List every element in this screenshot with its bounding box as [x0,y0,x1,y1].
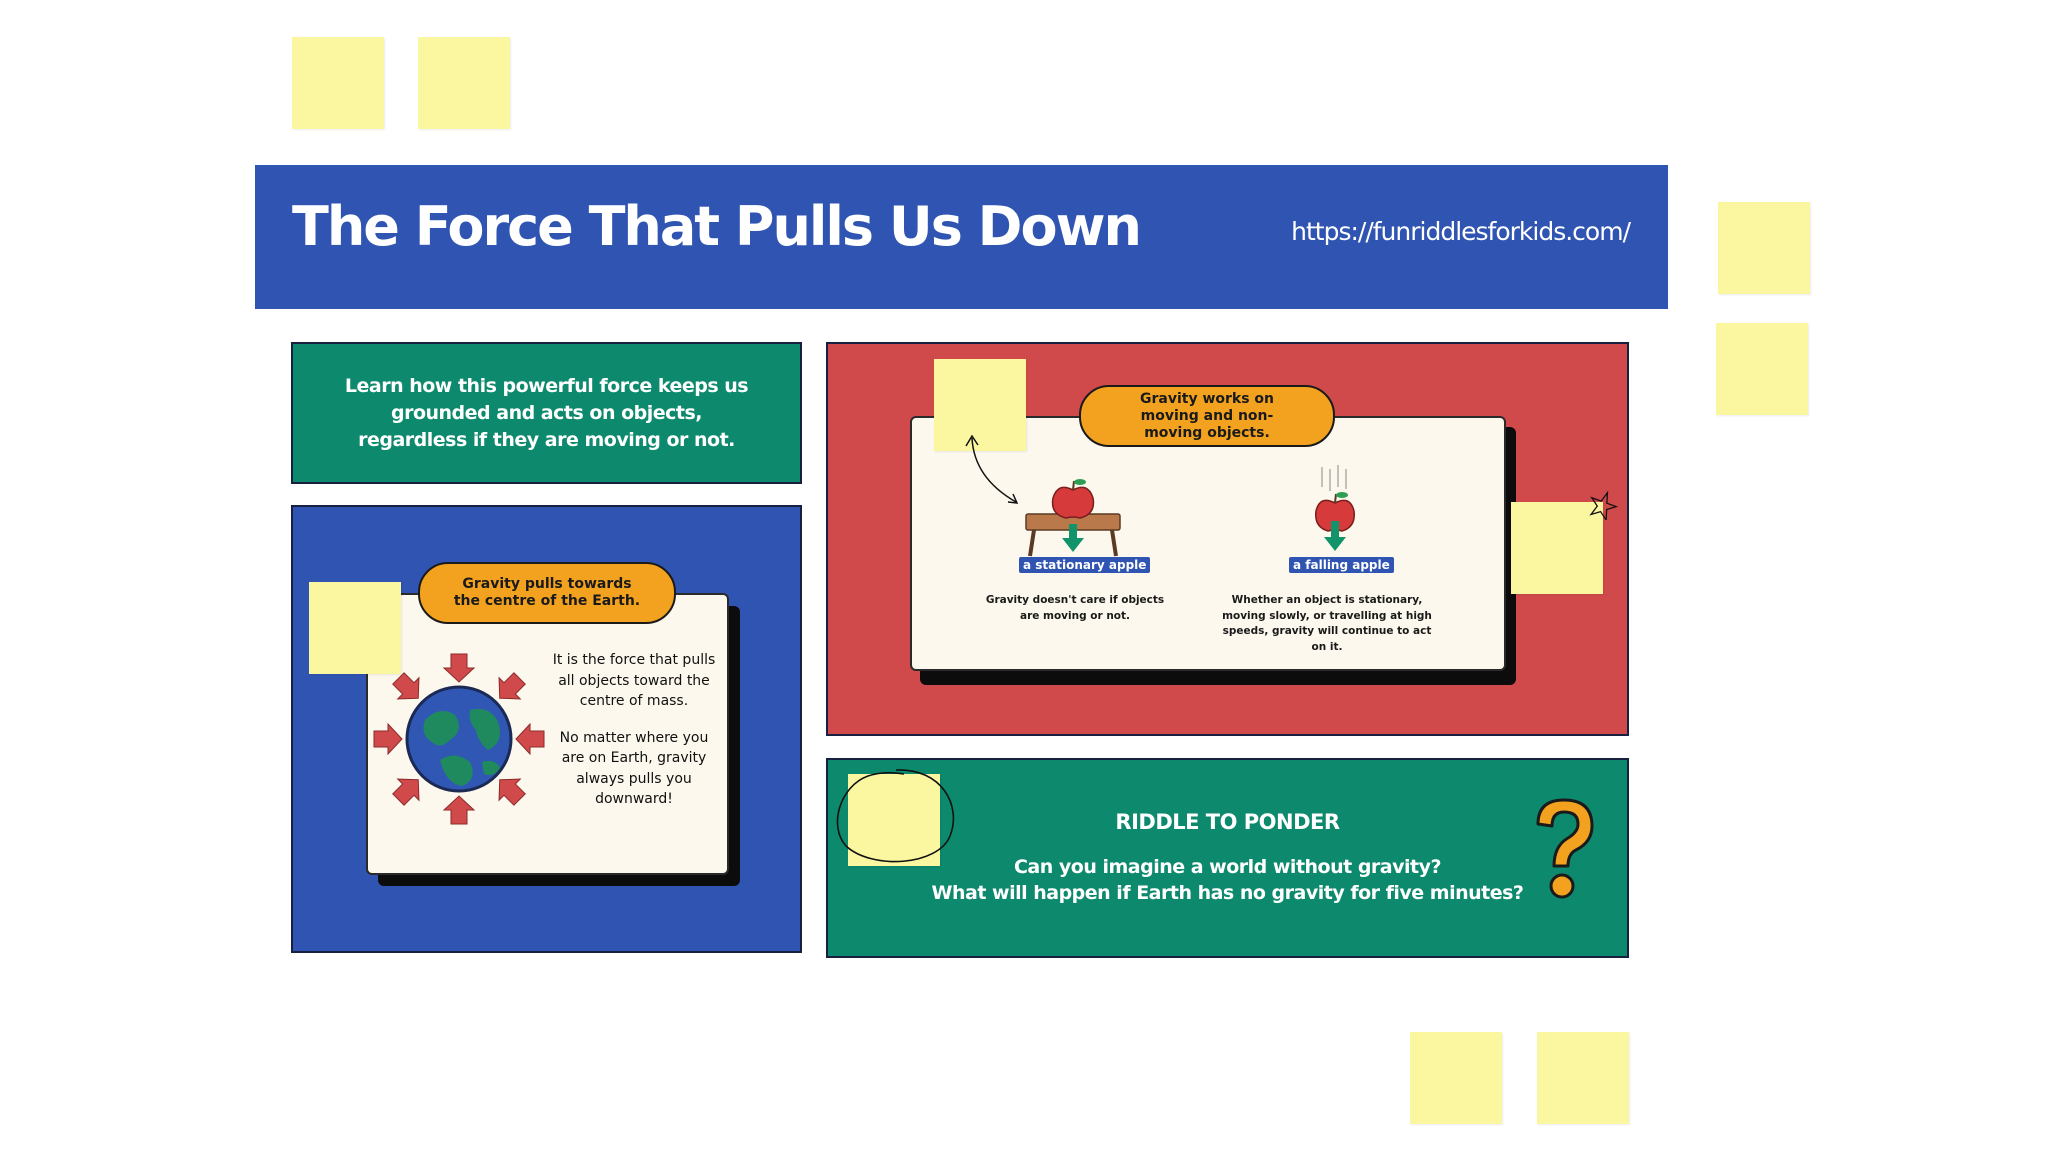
gravity-paragraph-2: No matter where you are on Earth, gravit… [559,729,709,808]
gravity-earth-pill: Gravity pulls towards the centre of the … [418,562,676,624]
gravity-explanation: It is the force that pulls all objects t… [552,650,716,826]
stationary-caption: Gravity doesn't care if objects are movi… [985,594,1165,622]
sticky-note[interactable] [1716,323,1808,415]
earth-gravity-arrows-icon [373,653,545,825]
page-title: The Force That Pulls Us Down [292,195,1142,258]
riddle-title: RIDDLE TO PONDER [1115,810,1340,834]
sticky-note[interactable] [1410,1032,1502,1124]
circle-doodle-icon [836,769,955,863]
sticky-note[interactable] [848,774,940,866]
falling-caption: Whether an object is stationary, moving … [1222,594,1432,653]
riddle-question-1: Can you imagine a world without gravity? [1013,856,1442,878]
falling-apple-tag: a falling apple [1289,557,1394,573]
source-url-link[interactable]: https://funriddlesforkids.com/ [1291,217,1631,246]
sticky-note[interactable] [1718,202,1810,294]
star-doodle-icon [1589,490,1618,520]
header-banner: The Force That Pulls Us Down https://fun… [255,165,1668,309]
sticky-note[interactable] [1511,502,1603,594]
sticky-note[interactable] [934,359,1026,451]
riddle-panel: RIDDLE TO PONDER Can you imagine a world… [826,758,1629,958]
sticky-note[interactable] [1537,1032,1629,1124]
curved-arrow-icon [965,434,1019,504]
intro-panel: Learn how this powerful force keeps us g… [291,342,802,484]
sticky-note[interactable] [309,582,401,674]
question-mark-icon [1536,798,1594,899]
stationary-apple-icon [1025,479,1121,557]
sticky-note[interactable] [292,37,384,129]
gravity-paragraph-1: It is the force that pulls all objects t… [552,652,716,709]
moving-objects-pill: Gravity works on moving and non-moving o… [1079,385,1335,447]
sticky-note[interactable] [418,37,510,129]
falling-apple-icon [1315,465,1355,551]
moving-objects-card [910,416,1506,671]
riddle-question-2: What will happen if Earth has no gravity… [931,882,1524,904]
intro-text: Learn how this powerful force keeps us g… [344,374,749,451]
stationary-apple-tag: a stationary apple [1019,557,1151,573]
